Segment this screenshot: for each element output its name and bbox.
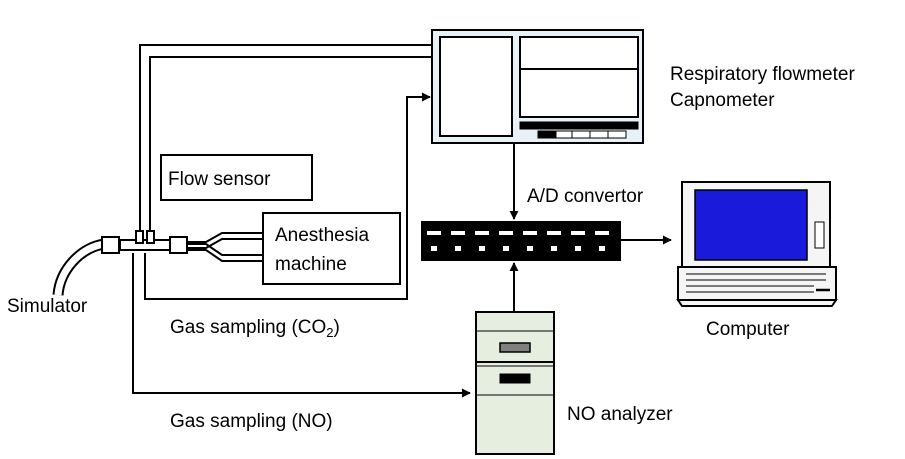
ad-port-bottom: [599, 246, 605, 251]
gas-sampling-co2-label: Gas sampling (CO2): [170, 317, 340, 340]
anesthesia-machine-label-line1: Anesthesia: [275, 225, 369, 246]
ad-port-bottom: [479, 246, 485, 251]
ad-port-top: [475, 231, 489, 235]
anesthesia-machine-box: [262, 212, 401, 285]
ad-port-bottom: [431, 246, 437, 251]
ad-port-top: [451, 231, 465, 235]
no-analyzer-label: NO analyzer: [567, 404, 673, 425]
ad-port-top: [595, 231, 609, 235]
ad-port-top: [427, 231, 441, 235]
gas-sampling-no-label: Gas sampling (NO): [170, 411, 333, 432]
ad-port-top: [547, 231, 561, 235]
ad-port-top: [499, 231, 513, 235]
simulator-label: Simulator: [7, 296, 88, 317]
ad-port-bottom: [527, 246, 533, 251]
flow-sensor-label: Flow sensor: [168, 169, 271, 190]
ad-port-top: [571, 231, 585, 235]
ad-port-top: [523, 231, 537, 235]
ad-port-bottom: [551, 246, 557, 251]
flowmeter-label-line2: Capnometer: [670, 90, 775, 111]
breathing-circuit: [101, 230, 263, 262]
ad-convertor-device: [421, 221, 621, 261]
no-sampling-line: [132, 253, 471, 398]
ad-port-bottom: [455, 246, 461, 251]
ad-convertor-label: A/D convertor: [527, 186, 644, 207]
computer-label: Computer: [706, 319, 790, 340]
simulator-hose: [52, 238, 106, 296]
ad-port-bottom: [503, 246, 509, 251]
no-analyzer-device: [475, 311, 555, 455]
co2-sampling-line: [144, 92, 431, 300]
flow-monitor-tubing: [139, 44, 432, 233]
flowmeter-label-line1: Respiratory flowmeter: [670, 64, 855, 85]
computer-device: [676, 181, 838, 307]
respiratory-flowmeter-monitor: [431, 29, 644, 144]
anesthesia-machine-label-line2: machine: [275, 254, 347, 275]
ad-port-bottom: [575, 246, 581, 251]
flow-sensor-box: [160, 154, 313, 201]
